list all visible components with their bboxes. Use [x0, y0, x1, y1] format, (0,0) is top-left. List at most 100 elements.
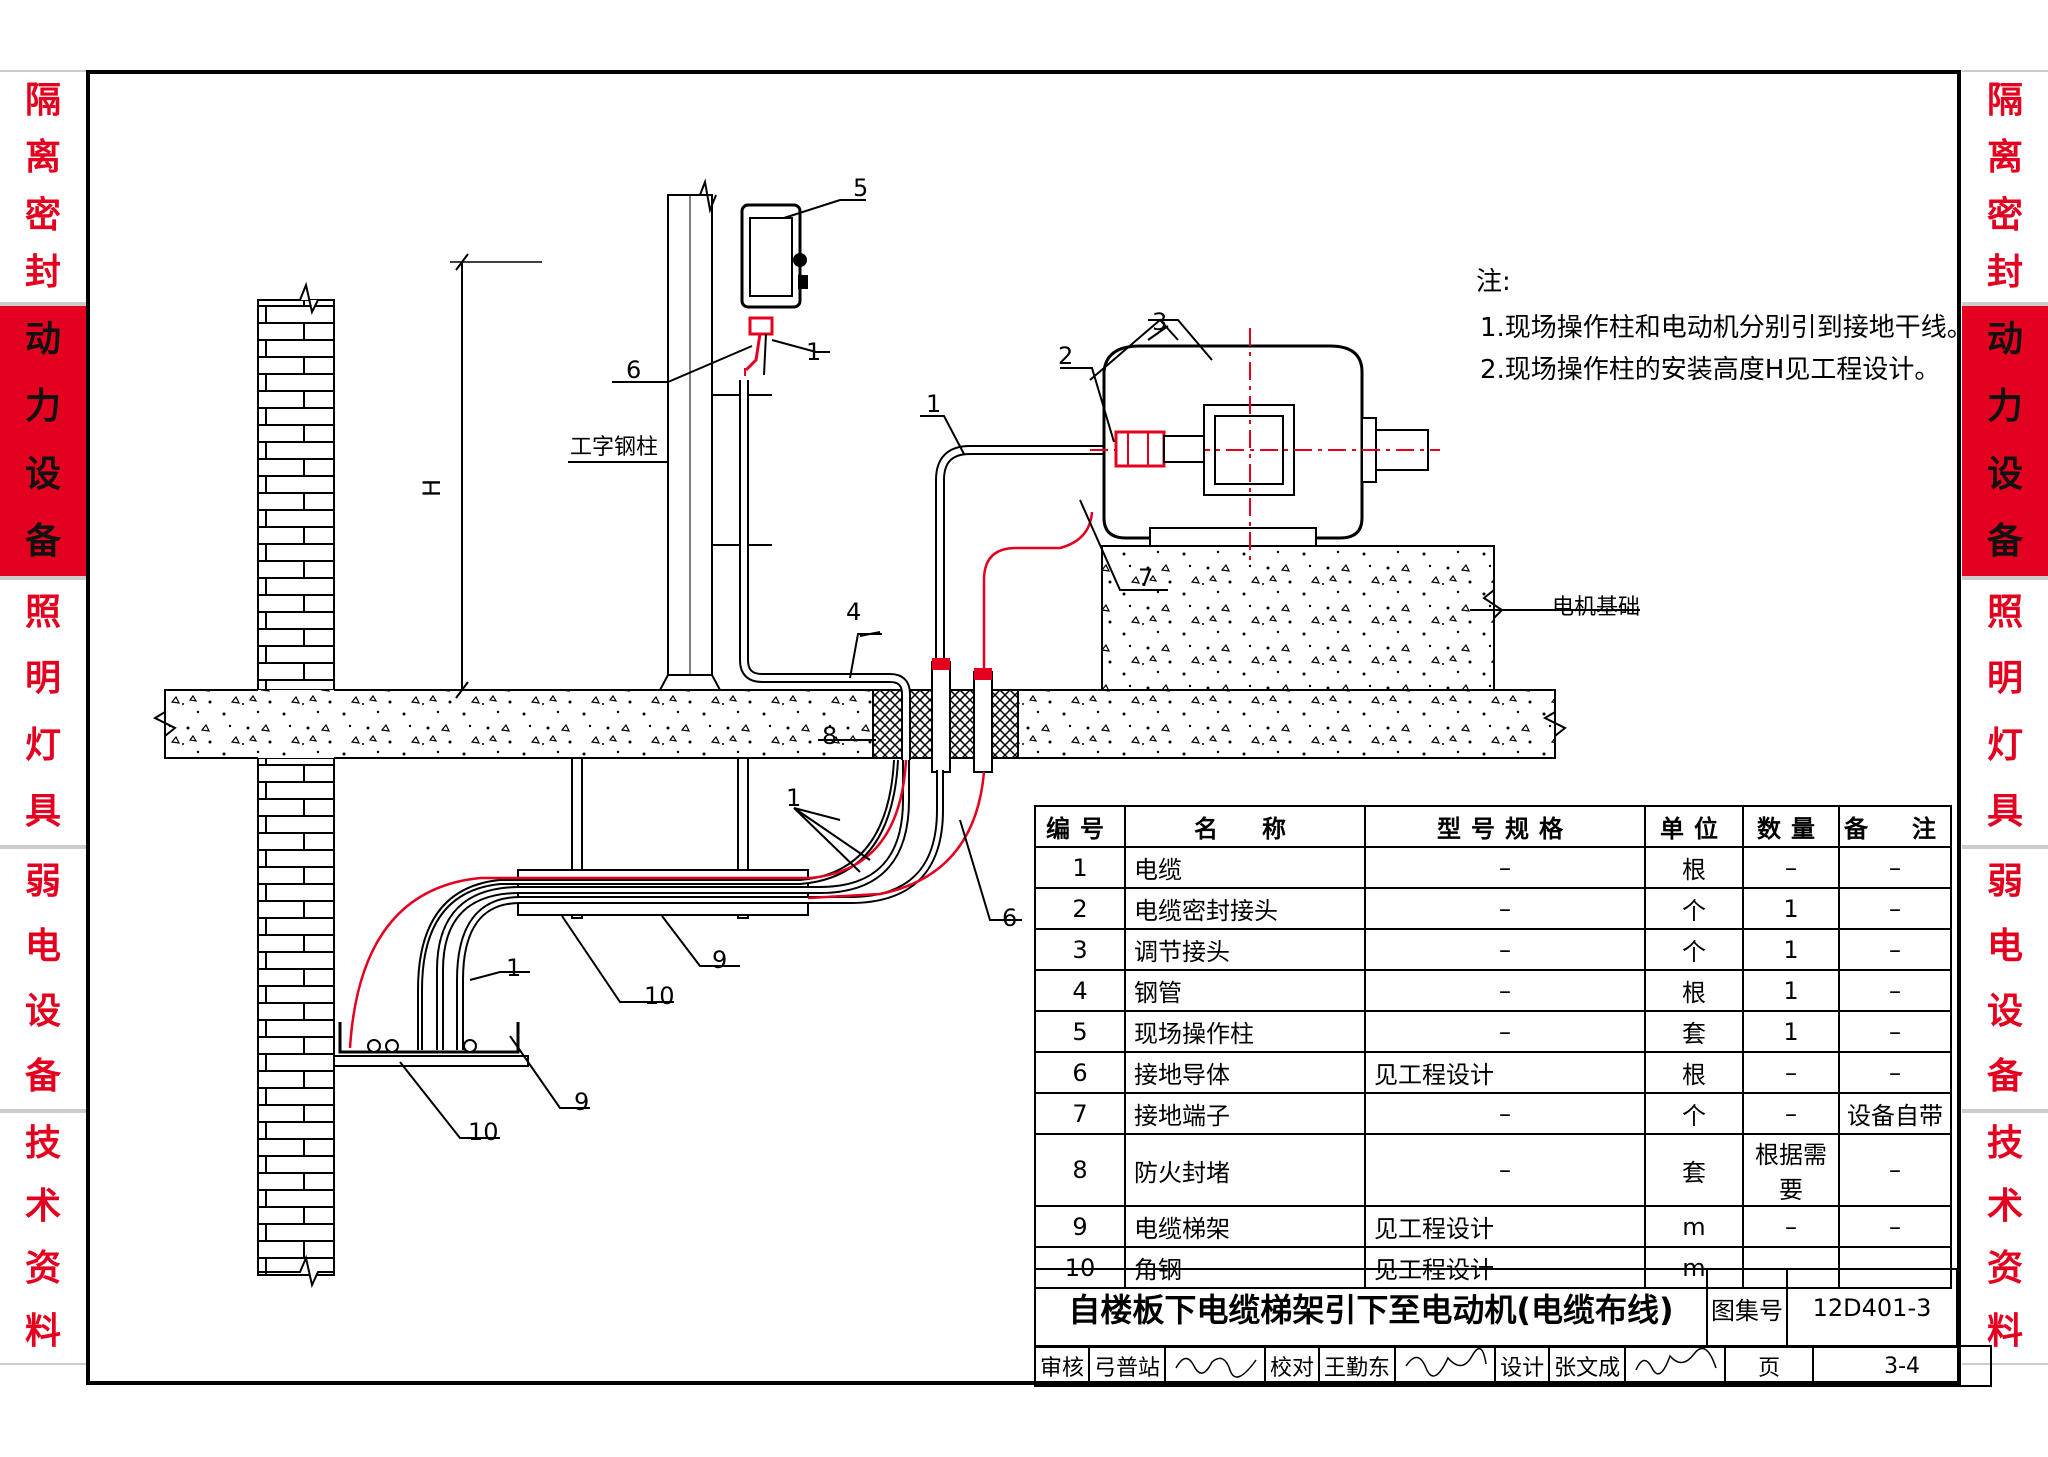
callout-4: 4 [846, 598, 861, 626]
note-line-1: 1.现场操作柱和电动机分别引到接地干线。 [1480, 313, 1973, 343]
cell-spec: – [1364, 846, 1646, 889]
side-tab-char: 弱 [1986, 860, 2023, 902]
left-side-index: 隔离密封动力设备照明灯具弱电设备技术资料 [0, 70, 86, 1365]
side-tab-char: 技 [1986, 1123, 2023, 1165]
table-header-row: 编号 名 称 型号规格 单位 数量 备 注 [1034, 805, 1952, 848]
motor-foundation [1101, 545, 1495, 691]
page-number: 3-4 [1812, 1345, 1993, 1387]
drawing-title: 自楼板下电缆梯架引下至电动机(电缆布线) [1034, 1268, 1708, 1348]
cell-name: 电缆密封接头 [1124, 887, 1366, 930]
designer-signature [1624, 1345, 1727, 1387]
cell-name: 接地导体 [1124, 1051, 1366, 1094]
callout-3: 3 [1152, 308, 1167, 336]
height-label: H [418, 479, 446, 497]
side-tab-char: 封 [1986, 252, 2023, 294]
side-tab-char: 资 [1986, 1248, 2023, 1290]
side-tab-3[interactable]: 弱电设备 [0, 847, 86, 1111]
side-tab-char: 备 [1986, 521, 2023, 563]
side-tab-char: 弱 [24, 860, 61, 902]
callout-6a: 6 [626, 356, 641, 384]
side-tab-char: 隔 [24, 79, 61, 121]
cell-remark: – [1838, 846, 1952, 889]
side-tab-char: 明 [24, 658, 61, 700]
designer-name: 张文成 [1548, 1345, 1627, 1387]
cell-spec: – [1364, 1010, 1646, 1053]
cell-no: 6 [1034, 1051, 1126, 1094]
callout-2: 2 [1058, 342, 1073, 370]
cell-remark: – [1838, 1051, 1952, 1094]
callout-10a: 10 [644, 982, 675, 1010]
side-tab-4[interactable]: 技术资料 [0, 1111, 86, 1365]
side-tab-1[interactable]: 动力设备 [1962, 304, 2048, 578]
check-label: 校对 [1264, 1345, 1321, 1387]
side-tab-char: 动 [24, 318, 61, 360]
title-block: 自楼板下电缆梯架引下至电动机(电缆布线) 图集号 12D401-3 [1034, 1268, 1958, 1348]
cell-unit: 个 [1644, 1092, 1744, 1135]
cell-remark: – [1838, 969, 1952, 1012]
cell-no: 5 [1034, 1010, 1126, 1053]
side-tab-char: 明 [1986, 658, 2023, 700]
cell-remark: – [1838, 1010, 1952, 1053]
side-tab-char: 备 [24, 1055, 61, 1097]
reviewer-name: 弓普站 [1088, 1345, 1167, 1387]
side-tab-char: 密 [24, 194, 61, 236]
cell-qty: 根据需要 [1742, 1133, 1840, 1207]
cell-remark: 设备自带 [1838, 1092, 1952, 1135]
col-unit: 单位 [1644, 805, 1744, 848]
cell-no: 9 [1034, 1205, 1126, 1248]
side-tab-2[interactable]: 照明灯具 [1962, 578, 2048, 847]
callout-10b: 10 [468, 1118, 499, 1146]
electric-motor [1090, 328, 1440, 560]
side-tab-char: 料 [1986, 1310, 2023, 1352]
side-tab-char: 设 [24, 453, 61, 495]
side-tab-0[interactable]: 隔离密封 [1962, 70, 2048, 304]
side-tab-char: 灯 [1986, 724, 2023, 766]
side-tab-1[interactable]: 动力设备 [0, 304, 86, 578]
cell-remark: – [1838, 928, 1952, 971]
note-line-2: 2.现场操作柱的安装高度H见工程设计。 [1480, 355, 1940, 385]
side-tab-char: 术 [1986, 1185, 2023, 1227]
side-tab-2[interactable]: 照明灯具 [0, 578, 86, 847]
col-remark: 备 注 [1838, 805, 1952, 848]
cell-unit: 根 [1644, 1051, 1744, 1094]
side-tab-4[interactable]: 技术资料 [1962, 1111, 2048, 1365]
cell-remark: – [1838, 887, 1952, 930]
cell-spec: – [1364, 1092, 1646, 1135]
cell-unit: 个 [1644, 887, 1744, 930]
angle-steel [333, 1055, 529, 1067]
side-tab-char: 灯 [24, 724, 61, 766]
reviewer-signature [1164, 1345, 1267, 1387]
brick-wall [257, 299, 335, 1276]
cell-no: 8 [1034, 1133, 1126, 1207]
side-tab-0[interactable]: 隔离密封 [0, 70, 86, 304]
callout-8: 8 [822, 722, 837, 750]
cell-name: 电缆梯架 [1124, 1205, 1366, 1248]
col-no: 编号 [1034, 805, 1126, 848]
cell-qty: – [1742, 1205, 1840, 1248]
col-spec: 型号规格 [1364, 805, 1646, 848]
cell-name: 钢管 [1124, 969, 1366, 1012]
drawing-frame [86, 70, 1961, 1385]
callout-5: 5 [853, 174, 868, 202]
side-tab-char: 备 [24, 521, 61, 563]
checker-name: 王勤东 [1318, 1345, 1397, 1387]
cell-qty: 1 [1742, 928, 1840, 971]
steel-column-label: 工字钢柱 [570, 435, 658, 460]
cell-spec: – [1364, 887, 1646, 930]
side-tab-char: 力 [24, 386, 61, 428]
cell-name: 防火封堵 [1124, 1133, 1366, 1207]
page-label: 页 [1724, 1345, 1815, 1387]
cell-name: 现场操作柱 [1124, 1010, 1366, 1053]
cable-tray-lower [338, 1022, 520, 1054]
cell-no: 2 [1034, 887, 1126, 930]
side-tab-3[interactable]: 弱电设备 [1962, 847, 2048, 1111]
adjust-joint [1163, 435, 1205, 463]
